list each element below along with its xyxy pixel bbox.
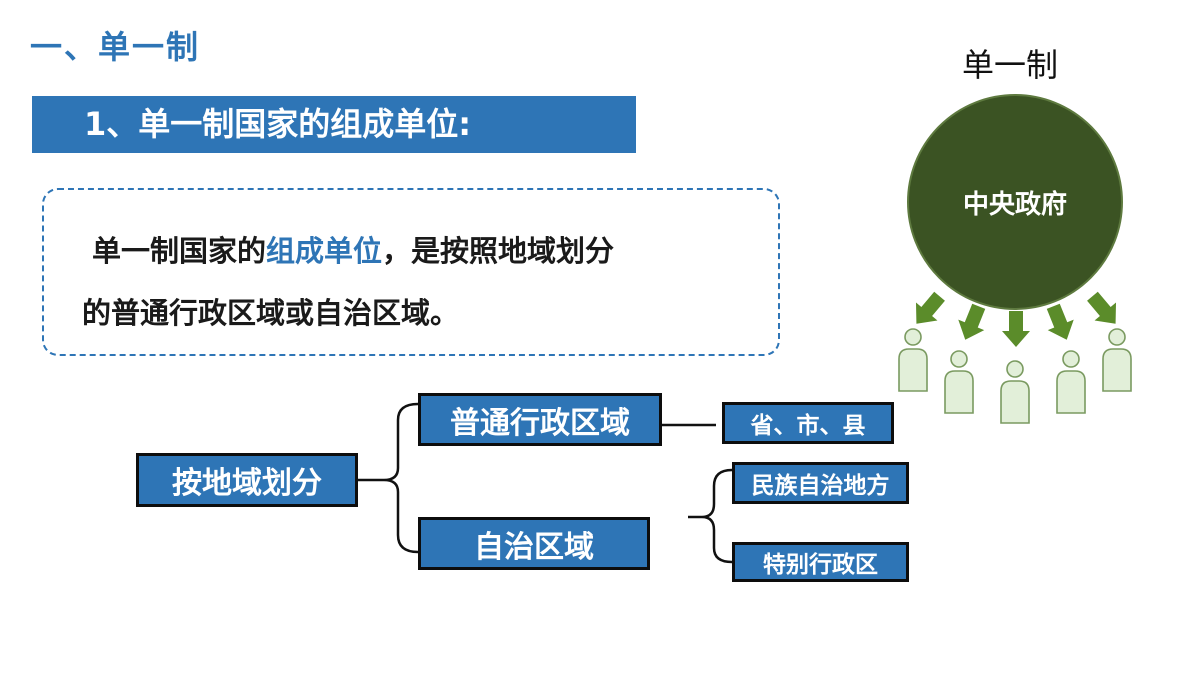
root-box: 按地域划分 [136, 453, 358, 507]
person-icon [1102, 328, 1132, 392]
down-arrow-icon [952, 301, 992, 345]
province-city-county-box: 省、市、县 [722, 402, 894, 444]
illustration-title: 单一制 [962, 46, 1059, 84]
section-title: 一、单一制 [30, 28, 201, 66]
person-icon [944, 350, 974, 414]
definition-line-1: 单一制国家的组成单位，是按照地域划分 [92, 228, 614, 270]
definition-box [42, 188, 780, 356]
central-government-label: 中央政府 [962, 189, 1067, 220]
autonomous-region-box: 自治区域 [418, 517, 650, 570]
definition-text-post: ，是按照地域划分 [382, 234, 615, 268]
illustration-graphic [898, 287, 1132, 424]
definition-line-2: 的普通行政区域或自治区域。 [82, 296, 460, 330]
central-government-circle: 中央政府 [907, 94, 1123, 310]
definition-highlight: 组成单位 [266, 234, 383, 268]
root-brace [383, 402, 419, 554]
down-arrow-icon [1040, 301, 1080, 345]
general-region-box: 普通行政区域 [418, 393, 662, 446]
down-arrow-icon [1081, 287, 1127, 333]
subheading-banner: 1、单一制国家的组成单位: [32, 96, 636, 153]
down-arrow-icon [905, 287, 951, 333]
autonomous-brace [701, 468, 733, 564]
arrow-group [905, 287, 1127, 347]
down-arrow-icon [1002, 311, 1030, 347]
person-icon [898, 328, 928, 392]
sar-box: 特别行政区 [732, 542, 909, 582]
definition-text-pre: 单一制国家的 [92, 234, 267, 268]
person-icon [1056, 350, 1086, 414]
ethnic-autonomous-box: 民族自治地方 [732, 462, 909, 504]
person-icon [1000, 360, 1030, 424]
